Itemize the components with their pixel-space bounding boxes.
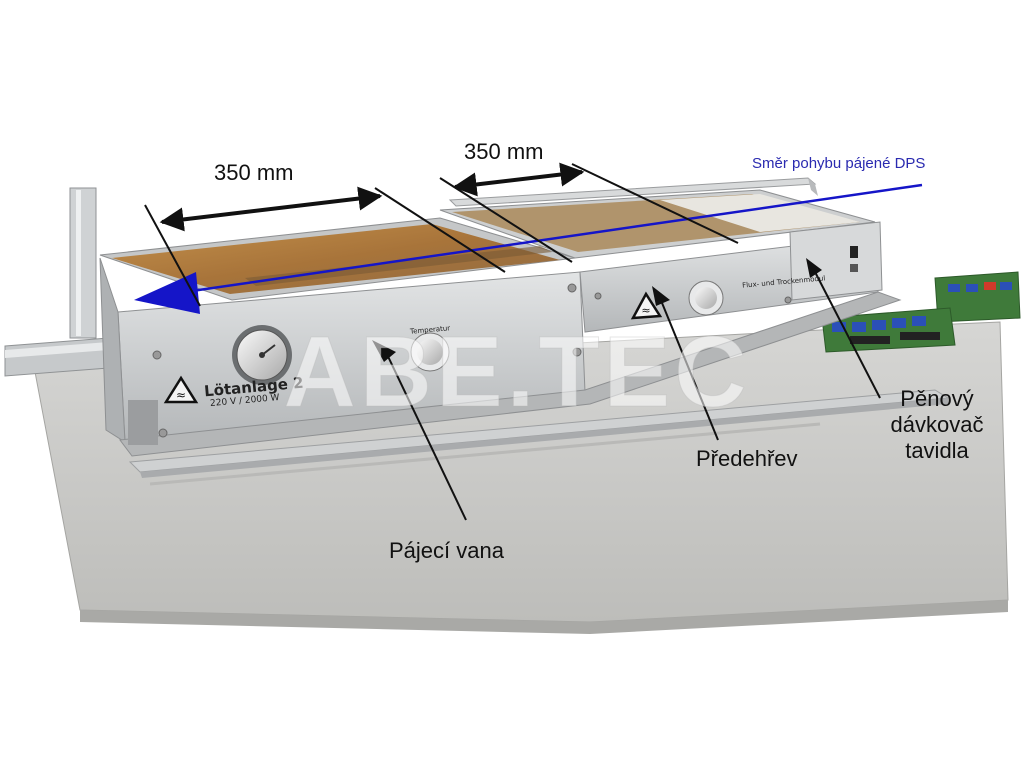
svg-text:≈: ≈ [641,304,650,317]
panel-screws [152,283,792,438]
solder-bath-module [99,217,586,443]
preheat-knob [688,280,724,316]
flux-foamer-line1: Pěnový [900,386,974,411]
callout-pointers [372,258,881,521]
chassis-bottom [119,291,902,457]
solder-bath-label: Pájecí vana [389,538,504,563]
dimension-arrow-right [439,162,739,263]
flux-foamer-line2: dávkovač [890,412,984,437]
temperature-knob [410,332,450,372]
movement-direction-arrow [134,183,923,314]
handle-rod [4,187,136,377]
dimension-label-right: 350 mm [464,139,544,164]
thermometer-gauge [232,325,292,385]
hot-surface-warning-icon: ≈ [163,375,199,404]
dimension-label-left: 350 mm [214,160,294,185]
dimension-arrow-left [144,186,506,307]
pcb-boards [821,271,1021,353]
front-guide-rail [128,389,950,486]
svg-text:≈: ≈ [176,388,186,402]
hot-surface-warning-icon-2: ≈ [630,291,663,320]
flux-foamer-line3: tavidla [905,438,969,463]
direction-label: Směr pohybu pájené DPS [752,155,926,172]
preheat-label: Předehřev [696,446,798,471]
watermark-logo: ABE.TEC [283,316,751,429]
flux-foamer-label: Pěnový dávkovač tavidla [872,386,1002,464]
